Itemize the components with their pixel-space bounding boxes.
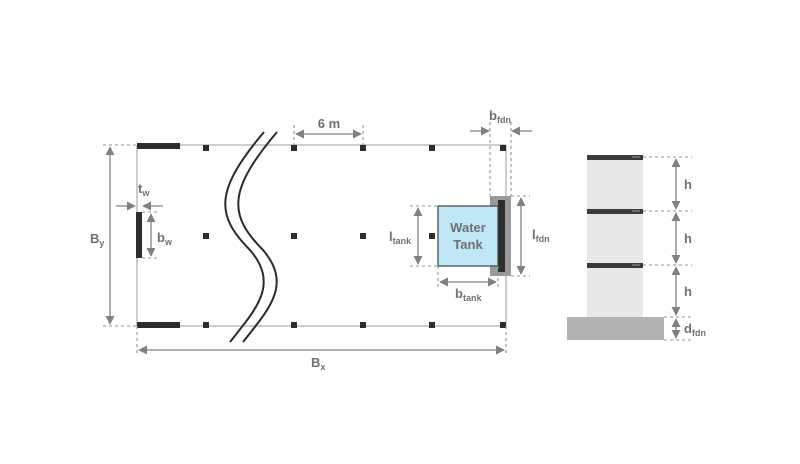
floor-slab-2 [587,263,643,268]
elevation-view: h h h dfdn [567,155,706,341]
bx-label: Bx [311,355,325,372]
column [291,322,297,328]
foundation-mat [567,317,664,340]
column [203,233,209,239]
ltank-label: ltank [389,229,412,246]
h-label-bottom: h [684,284,692,299]
column [203,145,209,151]
break-line-right [237,131,278,343]
floor-slab-roof [587,155,643,160]
column [500,145,506,151]
water-tank [437,205,499,267]
floor-slab-3 [587,209,643,214]
bfdn-label: bfdn [489,108,511,125]
shear-wall-top [137,143,180,149]
by-label: By [90,231,104,248]
shear-wall-bottom [137,322,180,328]
column [360,322,366,328]
column [500,322,506,328]
water-tank-label-line1: Water [450,220,486,235]
tank-support-wall [498,200,505,272]
spacing-label: 6 m [318,116,340,131]
column [203,322,209,328]
plan-view: Water Tank 6 m bfdn tw bw By Bx [90,108,550,372]
column [429,233,435,239]
btank-label: btank [455,286,482,303]
column [291,233,297,239]
column [291,145,297,151]
column [360,233,366,239]
break-line-left [224,131,265,343]
building-body [587,156,643,318]
bw-label: bw [157,230,173,247]
dfdn-label: dfdn [684,321,706,338]
lfdn-label: lfdn [532,227,550,244]
shear-wall-left [136,212,142,258]
h-label-top: h [684,177,692,192]
column [429,322,435,328]
tw-label: tw [138,181,150,198]
column [360,145,366,151]
water-tank-label-line2: Tank [453,237,483,252]
h-label-middle: h [684,231,692,246]
column [429,145,435,151]
